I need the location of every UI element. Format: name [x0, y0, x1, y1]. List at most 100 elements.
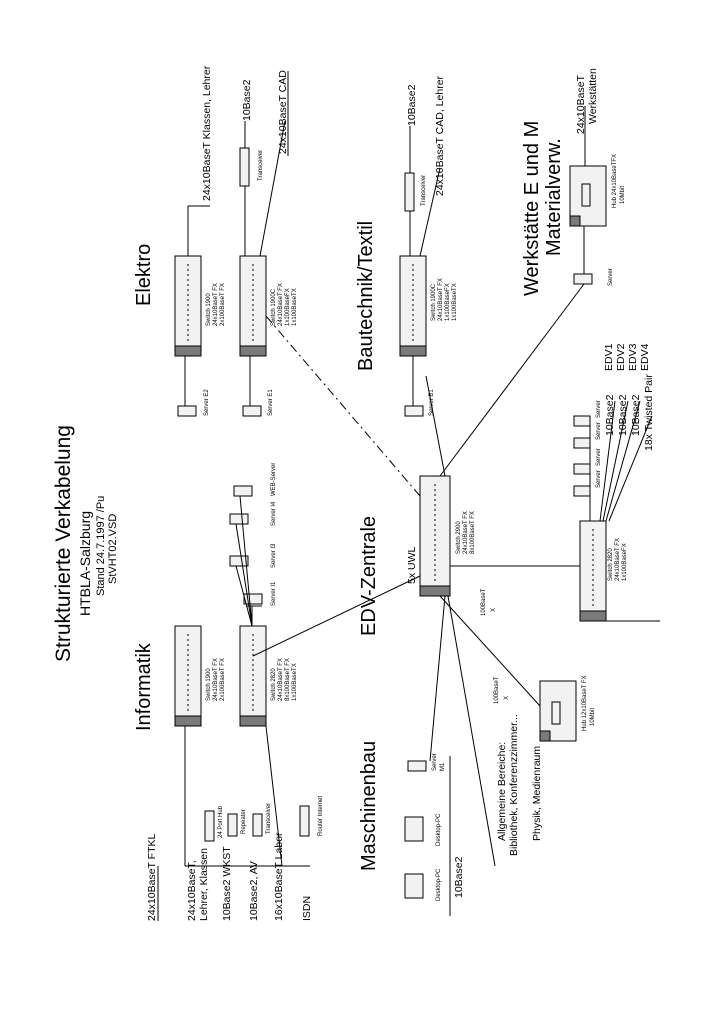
bautechnik-switch	[399, 255, 427, 357]
mb-x: X	[504, 696, 510, 700]
hub-ports	[581, 183, 591, 207]
ele-link-cad: 24x10BaseT CAD	[277, 70, 289, 154]
bau-link-10base2: 10Base2	[406, 84, 418, 126]
link-edv-allgemein	[447, 595, 496, 867]
edv-link-1: 10Base2	[604, 394, 616, 436]
hub-icon	[204, 810, 215, 842]
room-werkstaette-1: Werkstätte E und M	[521, 121, 543, 296]
edv-server-2: Server	[596, 448, 602, 466]
edv-link-2: 10Base2	[617, 394, 629, 436]
link-bautechnik-edv	[425, 375, 446, 477]
server-icon	[233, 485, 253, 497]
diagram-title: Strukturierte Verkabelung	[52, 425, 75, 662]
inf-sw1-l2: 2x100BaseT FX	[220, 658, 226, 701]
inf-hub: 24 Port Hub	[218, 805, 224, 838]
maschinenbau-devices: Server M1 Desktop-PC Desktop-PC 10Base2	[404, 753, 465, 916]
edv-sw2-l2: 1x100BaseFX	[622, 543, 628, 581]
inf-sw2-l1: 24x10BaseT FX	[278, 658, 284, 701]
inf-repeater: Repeater	[241, 809, 247, 834]
mb-pc-1: Desktop-PC	[436, 813, 442, 846]
room-informatik: Informatik	[133, 642, 155, 731]
bau-transceiver: Transceiver	[421, 175, 427, 206]
mb-pc-2: Desktop-PC	[436, 868, 442, 901]
inf-link-lehrer-2: Lehrer, Klassen	[198, 848, 210, 921]
server-icon	[573, 415, 591, 427]
edv-core-l1: 24x10BaseT FX	[463, 511, 469, 554]
edv-server-1: Server	[596, 470, 602, 488]
inf-link-ftkl: 24x10BaseT FTKL	[146, 833, 158, 921]
inf-link-wkst: 10Base2 WKST	[221, 846, 233, 921]
hub-end	[539, 730, 551, 742]
switch-2820-end	[239, 715, 267, 727]
bau-server: Server B1	[429, 389, 435, 416]
wire	[602, 400, 629, 522]
inf-link-lehrer-1: 24x10BaseT,	[186, 860, 198, 921]
link-edv-maschinenbau	[439, 595, 541, 707]
edv-server-4: Server	[596, 400, 602, 418]
transceiver-icon	[252, 813, 263, 837]
ele-sw1-name: Switch 1900	[206, 293, 212, 326]
bau-sw-l3: 1x100BaseTX	[452, 283, 458, 321]
ele-link-klassen: 24x10BaseT Klassen, Lehrer	[201, 65, 213, 201]
school-name: HTBLA-Salzburg	[77, 511, 93, 616]
inf-server-3: Server I3	[271, 543, 277, 568]
wire	[265, 725, 283, 867]
room-edv: EDV-Zentrale	[358, 516, 380, 636]
edv-servers: Server Server Server Server	[573, 400, 602, 521]
mb-100base: 100BaseT	[494, 676, 500, 704]
ele-sw1-l1: 24x10BaseT FX	[213, 283, 219, 326]
edv-core-l2: 8x100BaseT FX	[470, 511, 476, 554]
inf-router: Router Internet	[318, 796, 324, 836]
inf-link-labor: 16x10BaseT Labor	[273, 832, 285, 921]
edv-links: 10Base2 10Base2 10Base2 18x Twisted Pair…	[599, 343, 660, 622]
server-icon	[573, 437, 591, 449]
switch-1900c-end	[239, 345, 267, 357]
wire	[235, 565, 253, 627]
monitor-icon	[404, 873, 424, 899]
ele-sw2-l2: 1x100BaseFX	[285, 288, 291, 326]
inf-web-server: WEB-Server	[271, 463, 277, 496]
edv-sw2-name: Switch 2820	[608, 548, 614, 581]
link-werkstaette-edv	[439, 283, 585, 477]
transceiver-icon	[404, 172, 415, 212]
mb-allg-1: Allgemeine Bereiche:	[496, 742, 508, 841]
edv-core-switch	[419, 475, 451, 597]
switch-1900-end	[174, 345, 202, 357]
bau-sw-l2: 1x100BaseFX	[445, 283, 451, 321]
werkstaette-hub: Hub 24x10BaseTFX 10Mbit	[569, 154, 626, 227]
edv-server-3: Server	[596, 422, 602, 440]
server-icon	[407, 760, 427, 772]
werk-server: Server	[608, 268, 614, 286]
bautechnik-links: Transceiver 10Base2 24x10BaseT CAD, Lehr…	[404, 75, 446, 257]
server-icon	[573, 485, 591, 497]
edv-switch-2	[579, 520, 607, 622]
switch-1900c-end	[399, 345, 427, 357]
inf-sw1-name: Switch 1900	[206, 668, 212, 701]
bau-sw-name: Switch 1900C	[431, 283, 437, 321]
switch-2820-end	[579, 610, 607, 622]
edv-100base: 100BaseT	[481, 588, 487, 616]
header: Strukturierte Verkabelung HTBLA-Salzburg…	[52, 425, 119, 662]
wire	[419, 167, 441, 257]
inf-sw2-l2: 8x100BaseT FX	[285, 658, 291, 701]
informatik-servers: Server I1 Server I3 Server I4 WEB-Server	[229, 463, 277, 627]
ele-transceiver: Transceiver	[258, 150, 264, 181]
wire	[259, 120, 286, 257]
elektro-servers: Server E2 Server E1	[177, 356, 274, 417]
switch-1900-end	[174, 715, 202, 727]
edv-link-3: 10Base2	[630, 394, 642, 436]
mb-allg-2: Bibliothek, Konferenzzimmer...	[508, 714, 520, 856]
monitor-icon	[404, 816, 424, 842]
edv-sw2-l1: 24x10BaseT FX	[615, 538, 621, 581]
server-icon	[404, 405, 424, 417]
server-icon	[229, 555, 249, 567]
mb-physik: Physik, Medienraum	[531, 746, 543, 841]
ele-sw2-name: Switch 1900C	[271, 288, 277, 326]
wire	[239, 495, 253, 627]
ele-server-e2: Server E2	[204, 389, 210, 416]
edv-label-4: EDV4	[639, 343, 651, 371]
server-icon	[243, 593, 263, 605]
edv-core-name: Switch 2900	[456, 521, 462, 554]
core-switch-end	[419, 585, 451, 597]
